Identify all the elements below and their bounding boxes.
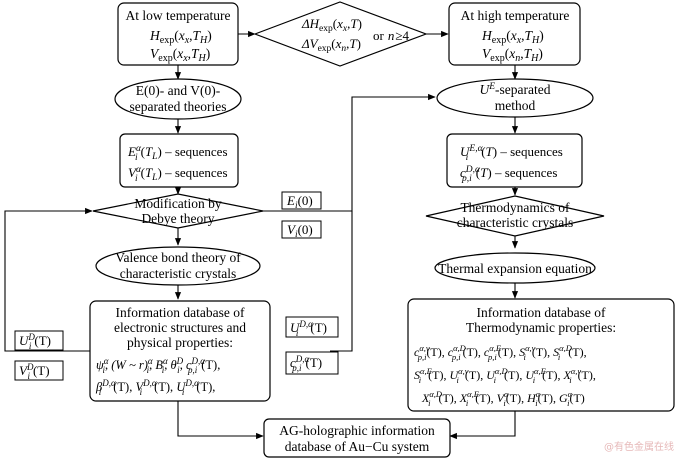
svg-text:UD,αi(T): UD,αi(T) [290,319,327,338]
left-information-database-box: Information database of electronic struc… [89,300,271,402]
ev-separated-theories-ellipse: E(0)- and V(0)- separated theories [114,78,242,120]
svg-text:ψαi, (W ~ r)αi, Bαi, θDi, cD,α: ψαi, (W ~ r)αi, Bαi, θDi, cD,αp,i(T), [96,356,220,375]
svg-text:orn≥4: orn≥4 [373,28,409,43]
svg-text:UE-separated: UE-separated [479,82,550,97]
ue-separated-method-ellipse: UE-separated method [436,78,594,118]
svg-text:Ei(0): Ei(0) [286,193,313,211]
svg-text:βD,αi(T), VD,αi(T), UD,αi(T),: βD,αi(T), VD,αi(T), UD,αi(T), [95,378,215,397]
svg-text:cD,αp,i(T): cD,αp,i(T) [290,354,322,373]
svg-text:UDi(T): UDi(T) [19,332,51,351]
svg-text:characteristic crystals: characteristic crystals [457,215,574,230]
svg-text:Modification by: Modification by [134,196,222,211]
thermodynamics-diamond: Thermodynamics of characteristic crystal… [425,195,605,237]
svg-text:UE,αi(T) – sequences: UE,αi(T) – sequences [460,144,563,163]
valence-bond-ellipse: Valence bond theory of characteristic cr… [95,246,261,286]
svg-text:characteristic crystals: characteristic crystals [120,266,237,281]
high-temp-title: At high temperature [461,8,570,23]
svg-text:Vexp(xn,TH): Vexp(xn,TH) [482,46,543,64]
svg-text:cD,αp,i(T) – sequences: cD,αp,i(T) – sequences [460,165,557,184]
svg-text:E(0)- and V(0)-: E(0)- and V(0)- [136,83,221,98]
low-temp-title: At low temperature [126,8,231,23]
svg-text:Thermodynamics of: Thermodynamics of [460,200,570,215]
modification-debye-diamond: Modification by Debye theory [92,193,264,229]
svg-text:method: method [495,98,536,113]
svg-text:Thermal expansion equation: Thermal expansion equation [438,261,592,276]
svg-text:Hexp(xx,TH): Hexp(xx,TH) [149,28,212,46]
svg-text:physical properties:: physical properties: [127,335,233,350]
svg-text:Information database of: Information database of [477,305,606,320]
svg-text:Vαi(TL) – sequences: Vαi(TL) – sequences [128,165,228,184]
svg-text:Hexp(xx,TH): Hexp(xx,TH) [481,28,544,46]
svg-text:database of Au−Cu system: database of Au−Cu system [285,439,430,454]
right-information-database-box: Information database of Thermodynamic pr… [407,298,675,412]
svg-text:Vi(0): Vi(0) [287,222,313,240]
svg-text:Thermodynamic properties:: Thermodynamic properties: [466,320,616,335]
svg-text:ΔVexp(xn,T): ΔVexp(xn,T) [301,36,361,54]
svg-text:Eαi(TL) – sequences: Eαi(TL) – sequences [127,144,228,163]
svg-text:Information database of: Information database of [116,305,245,320]
thermal-expansion-ellipse: Thermal expansion equation [434,252,596,284]
ei0-label: Ei(0) [281,191,322,211]
watermark: @有色金属在线 [604,442,674,453]
svg-text:Vexp(xx,TH): Vexp(xx,TH) [150,46,210,64]
vi0-label: Vi(0) [281,220,322,240]
svg-text:separated theories: separated theories [129,99,226,114]
svg-text:Debye theory: Debye theory [141,211,214,226]
svg-text:electronic structures and: electronic structures and [114,320,246,335]
final-database-box: AG-holographic information database of A… [263,418,451,458]
svg-text:ΔHexp(xx,T): ΔHexp(xx,T) [301,16,362,34]
connectors [4,30,519,440]
low-temperature-box: At low temperature Hexp(xx,TH) Vexp(xx,T… [117,2,239,66]
svg-text:AG-holographic information: AG-holographic information [279,423,435,438]
svg-text:VDi(T): VDi(T) [19,362,50,381]
svg-text:Valence bond theory of: Valence bond theory of [115,250,241,265]
high-temperature-box: At high temperature Hexp(xx,TH) Vexp(xn,… [448,2,581,66]
